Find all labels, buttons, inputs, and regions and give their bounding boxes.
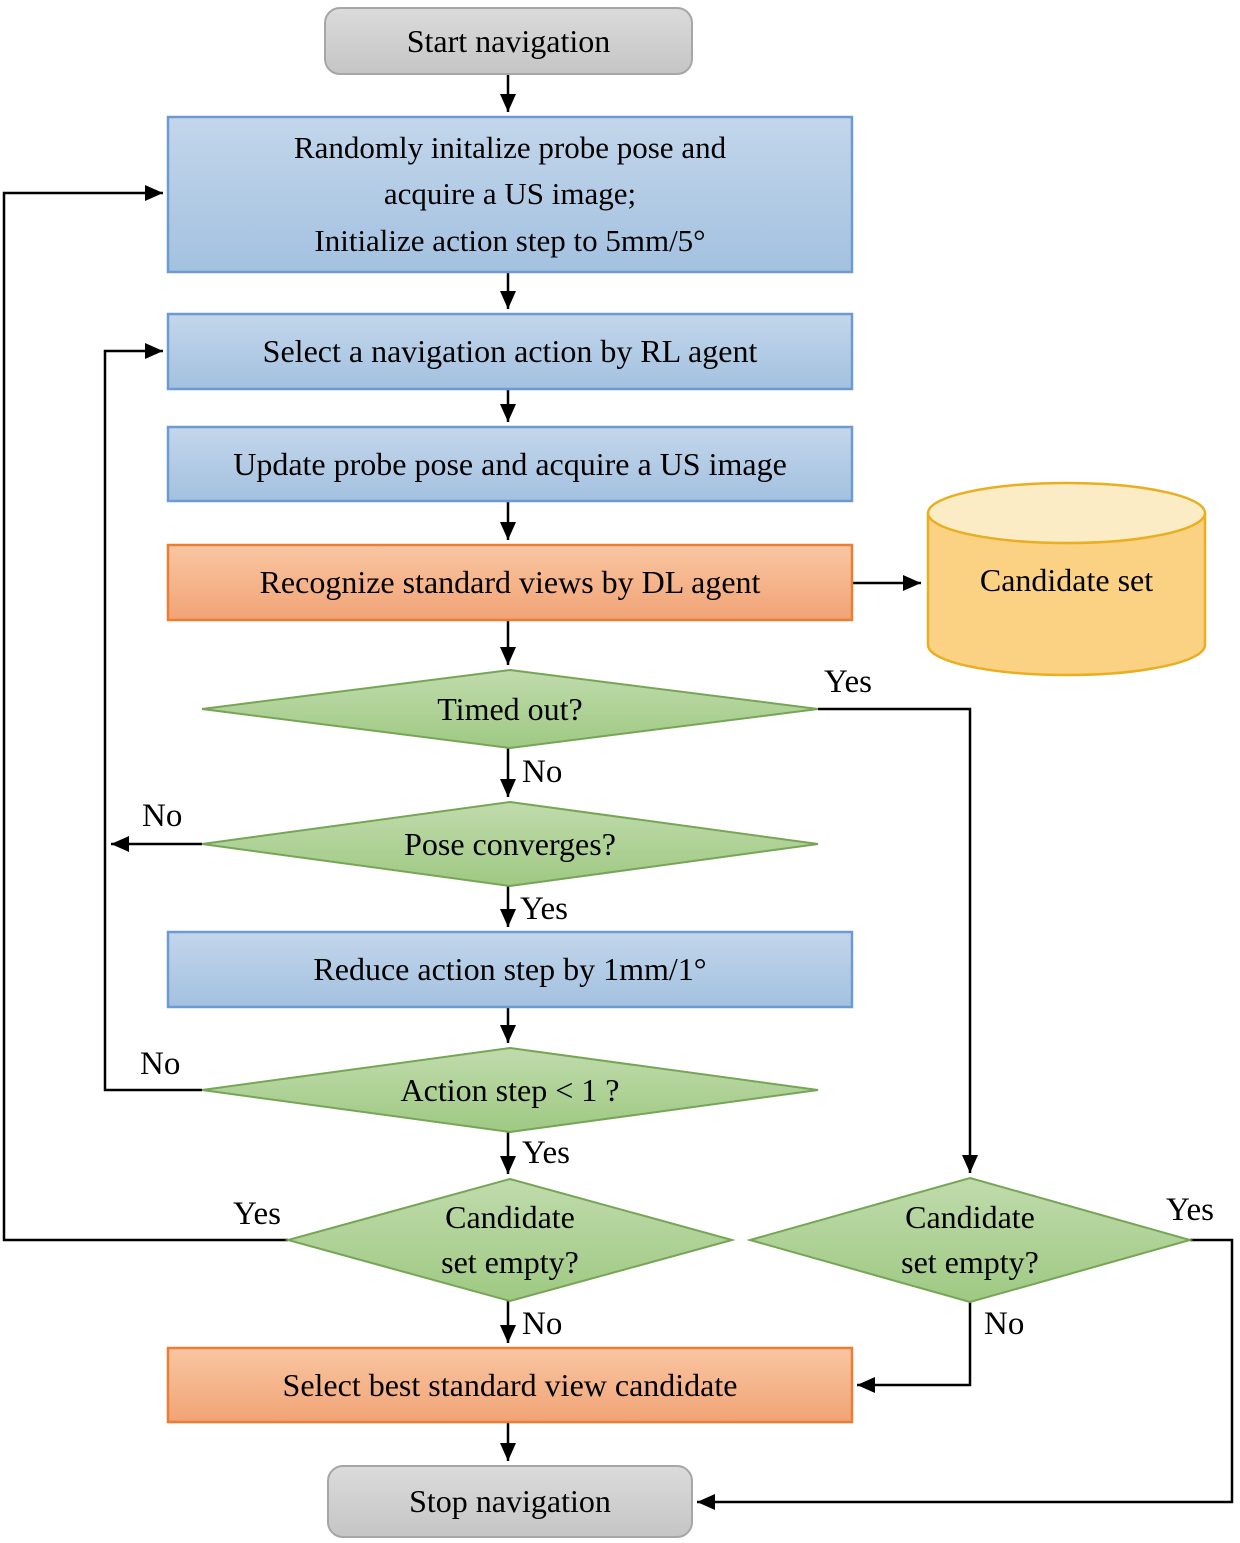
connectors [2,74,1234,1510]
initialize-node-shape [166,115,854,274]
edge-actionstep-no-loop [103,343,202,1092]
candidate-set-cylinder-shape [926,481,1207,677]
pose-converges-decision-shape [201,800,819,888]
action-step-decision-shape [201,1046,819,1134]
edge-candidateright-no [857,1302,972,1393]
stop-node-shape [327,1465,693,1538]
edge-timedout-yes [818,707,978,1173]
update-pose-node-shape [166,425,854,503]
recognize-node-shape [166,543,854,622]
edge-candidateleft-yes-loop [2,185,288,1242]
start-node-shape [324,7,693,75]
select-action-node-shape [166,312,854,391]
candidate-empty-left-decision-shape [284,1177,736,1303]
reduce-step-node-shape [166,930,854,1009]
select-best-node-shape [166,1346,854,1424]
edge-candidateright-yes [697,1238,1234,1510]
candidate-empty-right-decision-shape [746,1176,1194,1304]
timed-out-decision-shape [201,668,819,750]
